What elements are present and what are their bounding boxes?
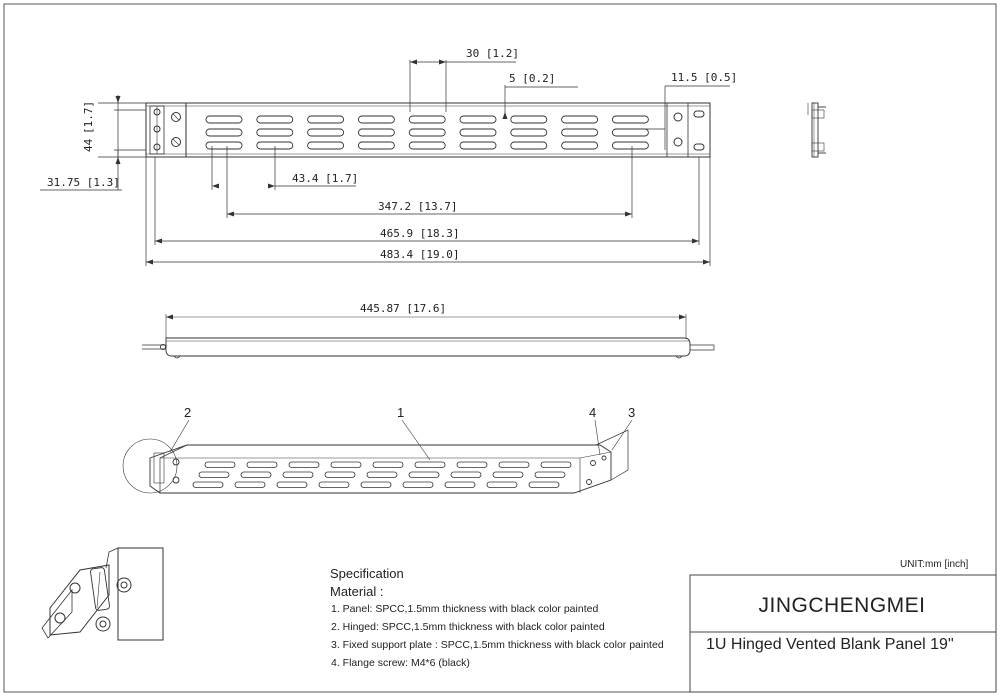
vent-slot (256, 128, 294, 137)
vent-slot (402, 481, 434, 488)
company-name: JINGCHENGMEI (758, 594, 926, 617)
drawing-border (3, 3, 997, 693)
dim-43-4: 43.4 [1.7] (292, 172, 358, 185)
vent-slot (414, 461, 446, 468)
vent-slot (450, 471, 482, 478)
front-view (145, 102, 711, 158)
spec-item-4: 4. Flange screw: M4*6 (black) (331, 657, 470, 669)
vent-slot (357, 115, 395, 124)
dimension-arrows (115, 59, 710, 265)
vent-slot (198, 471, 230, 478)
vent-slot (510, 115, 548, 124)
vent-slot (561, 128, 599, 137)
front-dimensions (40, 60, 730, 266)
vent-slot (288, 461, 320, 468)
vent-slot (510, 128, 548, 137)
dim-1-7: [1.7] (82, 101, 95, 134)
detail-circle (122, 438, 178, 494)
top-view (142, 314, 715, 359)
vent-slot (611, 115, 649, 124)
hinge-screw (171, 112, 181, 122)
top-dim-arrows (166, 314, 686, 320)
vent-slot (357, 141, 395, 150)
vent-slot (528, 481, 560, 488)
vent-slot (540, 461, 572, 468)
vent-slot (492, 471, 524, 478)
callout-1: 1 (397, 405, 404, 420)
vent-slot (205, 128, 243, 137)
dim-445-87: 445.87 [17.6] (360, 302, 446, 315)
vent-slot (534, 471, 566, 478)
vent-slot (408, 115, 446, 124)
vent-slot (408, 128, 446, 137)
title-block (689, 574, 997, 693)
dim-11-5: 11.5 [0.5] (671, 71, 737, 84)
vent-slot (611, 128, 649, 137)
vent-slot (561, 115, 599, 124)
vent-slot (204, 461, 236, 468)
hinge-screw (153, 108, 161, 116)
isometric-view (122, 419, 633, 494)
vent-slot (408, 471, 440, 478)
hinge-detail-view (41, 547, 164, 641)
dim-30: 30 [1.2] (466, 47, 519, 60)
specification-block: Specification Material : 1. Panel: SPCC,… (330, 566, 690, 672)
vent-slot (318, 481, 350, 488)
vent-slot (205, 115, 243, 124)
dim-347-2: 347.2 [13.7] (378, 200, 457, 213)
vent-slots-front (205, 115, 649, 150)
vent-slot (307, 115, 345, 124)
vent-slot (324, 471, 356, 478)
hinge-block (145, 102, 187, 158)
dim-31-75: 31.75 [1.3] (47, 176, 120, 189)
mounting-slot (693, 143, 705, 151)
unit-label: UNIT:mm [inch] (900, 559, 969, 570)
vent-slot (498, 461, 530, 468)
vent-slot (192, 481, 224, 488)
side-view (807, 102, 826, 158)
vent-slot (459, 128, 497, 137)
vent-slot (276, 481, 308, 488)
vent-slot (372, 461, 404, 468)
vent-slot (611, 141, 649, 150)
dim-5: 5 [0.2] (509, 72, 555, 85)
vent-slot (408, 141, 446, 150)
vent-slot (205, 141, 243, 150)
callout-3: 3 (628, 405, 635, 420)
vent-slot (510, 141, 548, 150)
vent-slot (366, 471, 398, 478)
vent-slot (282, 471, 314, 478)
dim-483-4: 483.4 [19.0] (380, 248, 459, 261)
vent-slot (456, 461, 488, 468)
vent-slot (307, 128, 345, 137)
vent-slot (357, 128, 395, 137)
vent-slot (240, 471, 272, 478)
vent-slot (459, 141, 497, 150)
vent-slot (330, 461, 362, 468)
spec-item-2: 2. Hinged: SPCC,1.5mm thickness with bla… (331, 621, 605, 633)
callout-2: 2 (184, 405, 191, 420)
dim-44: 44 (82, 138, 95, 152)
dim-465-9: 465.9 [18.3] (380, 227, 459, 240)
callout-4: 4 (589, 405, 596, 420)
vent-slot (486, 481, 518, 488)
spec-item-1: 1. Panel: SPCC,1.5mm thickness with blac… (331, 603, 599, 615)
vent-slot (459, 115, 497, 124)
material-subtitle: Material : (330, 584, 384, 599)
vent-slot (360, 481, 392, 488)
vent-slot (256, 115, 294, 124)
vent-slot (234, 481, 266, 488)
mounting-slot (693, 110, 705, 118)
vent-slot (444, 481, 476, 488)
spec-item-3: 3. Fixed support plate : SPCC,1.5mm thic… (331, 639, 664, 651)
flange-screw (673, 112, 683, 122)
product-title: 1U Hinged Vented Blank Panel 19" (706, 636, 954, 653)
vent-slot (246, 461, 278, 468)
vent-slot (307, 141, 345, 150)
specification-title: Specification (330, 566, 404, 581)
vent-slot (561, 141, 599, 150)
flange-screw (673, 137, 683, 147)
vent-slots-iso (192, 461, 572, 488)
